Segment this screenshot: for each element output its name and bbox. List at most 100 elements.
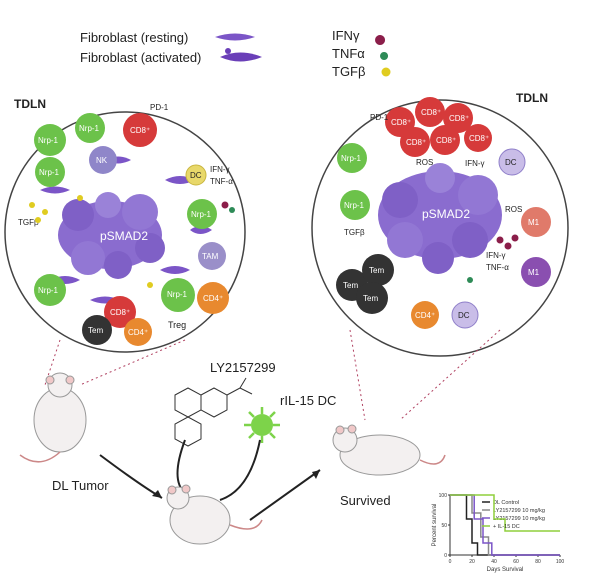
- cd8-label: CD8⁺: [130, 126, 150, 135]
- tgfb-dot-icon: [77, 195, 83, 201]
- cd4-label: CD4⁺: [128, 328, 148, 337]
- tgfb-cytokine-icon: [381, 67, 391, 77]
- cd4-label: CD4⁺: [203, 294, 223, 303]
- m1-label: M1: [528, 268, 540, 277]
- nrp1-label: Nrp-1: [38, 286, 59, 295]
- nrp1-label: Nrp-1: [38, 136, 59, 145]
- left-tumor-mass: pSMAD2: [58, 192, 165, 279]
- nrp1-label: Nrp-1: [191, 210, 212, 219]
- cd8-label: CD8⁺: [469, 134, 489, 143]
- right-nrp1-cell: Nrp-1: [340, 190, 370, 220]
- right-cd8-cluster: CD8⁺ CD8⁺ CD8⁺ CD8⁺ CD8⁺ CD8⁺: [385, 97, 492, 157]
- legend: Fibroblast (resting) Fibroblast (activat…: [80, 28, 391, 79]
- cd8-label: CD8⁺: [449, 114, 469, 123]
- nrp1-label: Nrp-1: [79, 124, 100, 133]
- left-nrp1-cell: Nrp-1: [34, 274, 66, 306]
- left-tgfb-label: TGFβ: [18, 218, 39, 227]
- left-dc-cell: DC: [185, 164, 207, 186]
- drug-label: LY2157299: [210, 360, 276, 375]
- right-ros-label: ROS: [505, 205, 522, 214]
- dc-therapy-label: rIL-15 DC: [280, 393, 336, 408]
- right-m1-cell: M1: [521, 257, 551, 287]
- left-tam-cell: TAM: [198, 242, 226, 270]
- left-treg-cell: Nrp-1 Treg: [161, 278, 195, 330]
- tem-label: Tem: [369, 266, 384, 275]
- ly2157299-structure-icon: [174, 377, 253, 447]
- legend-fibroblast-activated-label: Fibroblast (activated): [80, 50, 201, 65]
- tgfb-dot-icon: [147, 282, 153, 288]
- dc-label: DC: [458, 311, 470, 320]
- left-tem-cell: Tem: [82, 315, 112, 345]
- chart-legend-label: DL Control: [493, 500, 519, 506]
- chart-x-tick-label: 60: [513, 559, 519, 565]
- right-tem-cluster: Tem Tem Tem: [336, 254, 394, 314]
- tam-label: TAM: [202, 252, 219, 261]
- chart-x-tick-label: 80: [535, 559, 541, 565]
- legend-tnfa-label: TNFα: [332, 46, 365, 61]
- dc-label: DC: [190, 171, 202, 180]
- cd8-label: CD8⁺: [391, 118, 411, 127]
- left-tnfa-label: TNF-α: [210, 177, 233, 186]
- left-nk-cell: NK: [89, 146, 117, 174]
- right-dc-cell: DC: [498, 148, 526, 176]
- chart-y-tick-label: 50: [441, 523, 447, 529]
- chart-y-tick-label: 0: [444, 553, 447, 559]
- cd8-label: CD8⁺: [436, 136, 456, 145]
- ifng-dot-icon: [511, 234, 519, 242]
- nrp1-label: Nrp-1: [341, 154, 362, 163]
- legend-tgfb-label: TGFβ: [332, 64, 365, 79]
- legend-ifng-label: IFNγ: [332, 28, 360, 43]
- tgfb-dot-icon: [42, 209, 48, 215]
- tgfb-dot-icon: [29, 202, 35, 208]
- right-ifng-label: IFN-γ: [486, 251, 506, 260]
- cd8-label: CD8⁺: [110, 308, 130, 317]
- right-cytokines: [467, 234, 519, 283]
- tgfb-dot-icon: [35, 217, 41, 223]
- tem-label: Tem: [88, 326, 103, 335]
- left-nrp1-cell: Nrp-1: [34, 124, 66, 156]
- ifng-dot-icon: [496, 236, 504, 244]
- treated-mouse-icon: [166, 484, 263, 545]
- chart-series-line: [450, 494, 560, 532]
- bottom-section: DL Tumor LY2157299 rIL-15 DC: [19, 360, 446, 545]
- right-tumor-mass: pSMAD2: [378, 163, 502, 274]
- cd8-label: CD8⁺: [421, 108, 441, 117]
- nk-label: NK: [96, 156, 108, 165]
- right-ros-label: ROS: [416, 158, 433, 167]
- connector-lines: [44, 329, 501, 421]
- fibroblast-resting-icon: [215, 33, 255, 41]
- tnfa-dot-icon: [467, 277, 473, 283]
- right-pd1-label: PD-1: [370, 113, 389, 122]
- fibroblast-icon: [40, 186, 70, 194]
- dl-tumor-label: DL Tumor: [52, 478, 109, 493]
- il15-dc-icon: [244, 407, 280, 443]
- arrow-heads: [152, 470, 320, 498]
- left-panel: TDLN pSMAD2 Nrp-1: [4, 97, 246, 353]
- chart-x-tick-label: 40: [491, 559, 497, 565]
- dl-tumor-mouse-icon: [19, 372, 87, 463]
- treg-label: Treg: [168, 320, 186, 330]
- left-panel-title: TDLN: [14, 97, 46, 111]
- right-m1-cell: M1: [521, 207, 551, 237]
- ifng-dot-icon: [221, 201, 229, 209]
- left-ifng-label: IFN-γ: [210, 165, 230, 174]
- nrp1-label: Nrp-1: [167, 290, 188, 299]
- tem-label: Tem: [363, 294, 378, 303]
- survived-mouse-icon: [332, 424, 446, 476]
- chart-y-tick-label: 100: [439, 493, 448, 499]
- workflow-arrows: [99, 439, 321, 521]
- right-tnfa-label: TNF-α: [486, 263, 509, 272]
- fibroblast-activated-spike-icon: [225, 48, 231, 54]
- chart-legend-label: + IL-15 DC: [493, 524, 520, 530]
- nrp1-label: Nrp-1: [344, 201, 365, 210]
- dc-label: DC: [505, 158, 517, 167]
- left-pd1-label: PD-1: [150, 103, 169, 112]
- cd8-label: CD8⁺: [406, 138, 426, 147]
- chart-x-axis-label: Days Survival: [487, 567, 524, 573]
- chart-y-axis-label: Percent survival: [432, 504, 438, 547]
- right-panel: TDLN pSMAD2 CD8⁺ CD8⁺ CD8⁺ CD8⁺ CD8⁺ CD8…: [311, 91, 569, 357]
- left-cd8-cell: CD8⁺: [123, 113, 157, 147]
- legend-fibroblast-resting-label: Fibroblast (resting): [80, 30, 188, 45]
